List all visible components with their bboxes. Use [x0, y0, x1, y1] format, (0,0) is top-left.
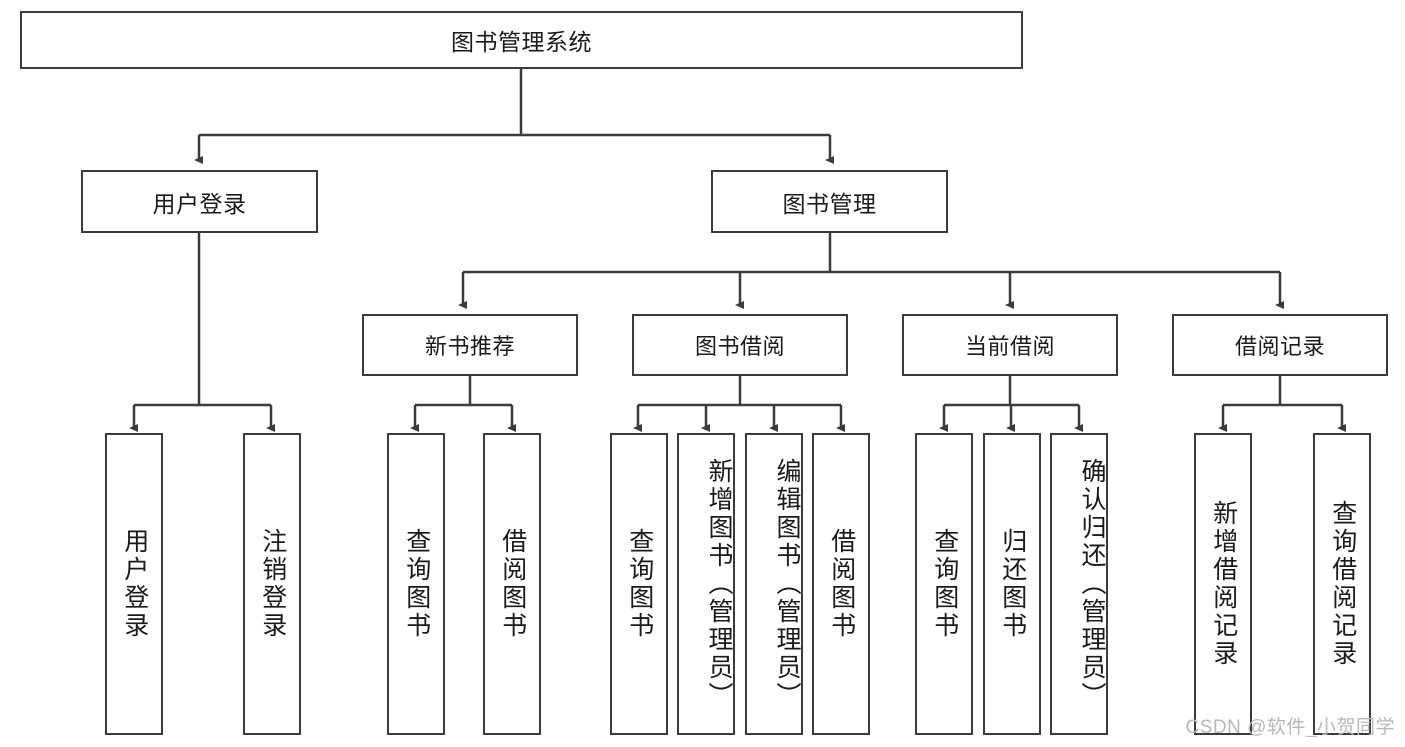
- leaf-borrow-query-book[interactable]: 查询图书: [610, 433, 668, 735]
- node-current-borrow[interactable]: 当前借阅: [902, 314, 1118, 376]
- node-book-management[interactable]: 图书管理: [711, 170, 948, 233]
- leaf-current-query-book[interactable]: 查询图书: [915, 433, 973, 735]
- node-new-book-recommend[interactable]: 新书推荐: [362, 314, 578, 376]
- leaf-borrow-edit-book-admin[interactable]: 编辑图书（管理员）: [745, 433, 803, 735]
- node-root-system[interactable]: 图书管理系统: [20, 11, 1023, 69]
- leaf-recommend-query-book[interactable]: 查询图书: [387, 433, 445, 735]
- leaf-user-login-signin[interactable]: 用户登录: [105, 433, 163, 735]
- leaf-record-query-record[interactable]: 查询借阅记录: [1313, 433, 1371, 735]
- leaf-record-add-record[interactable]: 新增借阅记录: [1194, 433, 1252, 735]
- leaf-user-login-signout[interactable]: 注销登录: [243, 433, 301, 735]
- csdn-watermark: CSDN @软件_小贺同学: [1185, 717, 1395, 738]
- node-book-borrow[interactable]: 图书借阅: [632, 314, 848, 376]
- node-user-login[interactable]: 用户登录: [81, 170, 318, 233]
- node-borrow-record[interactable]: 借阅记录: [1172, 314, 1388, 376]
- leaf-current-return-book[interactable]: 归还图书: [983, 433, 1041, 735]
- leaf-borrow-borrow-book[interactable]: 借阅图书: [812, 433, 870, 735]
- leaf-current-confirm-return-admin[interactable]: 确认归还（管理员）: [1050, 433, 1108, 735]
- leaf-borrow-add-book-admin[interactable]: 新增图书（管理员）: [677, 433, 735, 735]
- leaf-recommend-borrow-book[interactable]: 借阅图书: [483, 433, 541, 735]
